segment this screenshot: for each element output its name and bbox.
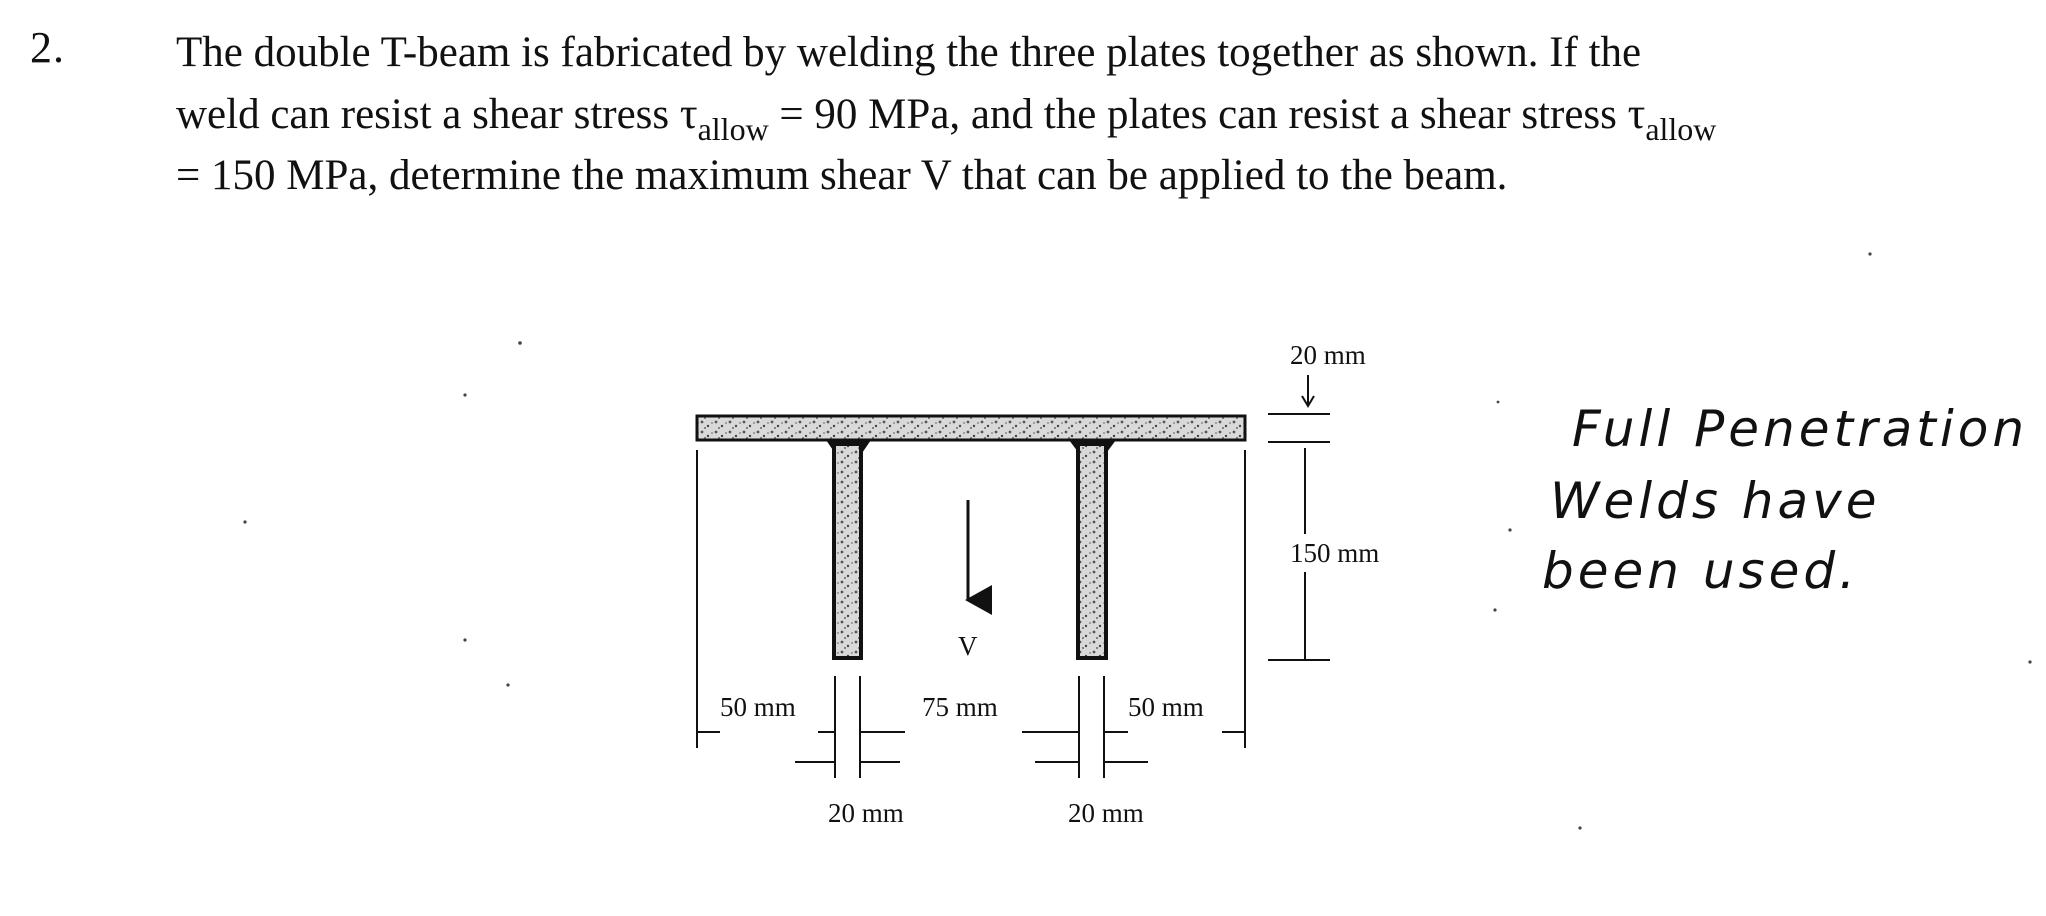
tau-symbol-weld: τ bbox=[679, 89, 698, 138]
left-overhang-label: 50 mm bbox=[720, 692, 796, 722]
top-thickness-dimension bbox=[1268, 375, 1330, 443]
problem-line-1: The double T-beam is fabricated by weldi… bbox=[176, 29, 1642, 76]
web-plate-right bbox=[1069, 440, 1116, 660]
flange-plate bbox=[695, 414, 1247, 442]
web-right-thickness-label: 20 mm bbox=[1068, 798, 1144, 828]
note-line-3: been used. bbox=[1542, 542, 1859, 600]
problem-line-3: = 150 MPa, determine the maximum shear V… bbox=[176, 152, 1508, 199]
tau-subscript-plate: allow bbox=[1645, 111, 1717, 147]
horizontal-dimensions bbox=[696, 450, 1246, 778]
problem-line-2: weld can resist a shear stress τallow = … bbox=[176, 83, 1936, 145]
problem-line-2-middle: = 90 MPa, and the plates can resist a sh… bbox=[768, 91, 1628, 138]
shear-load-label: V bbox=[958, 631, 978, 661]
web-height-dimension bbox=[1268, 448, 1330, 661]
tau-subscript-weld: allow bbox=[697, 111, 769, 147]
right-overhang-label: 50 mm bbox=[1128, 692, 1204, 722]
handwritten-note: Full Penetration Welds have been used. bbox=[1542, 400, 2028, 600]
note-line-2: Welds have bbox=[1550, 472, 1880, 530]
problem-line-2-start: weld can resist a shear stress bbox=[176, 91, 680, 138]
between-webs-label: 75 mm bbox=[922, 692, 998, 722]
scan-speckles bbox=[243, 252, 2032, 830]
top-thickness-label: 20 mm bbox=[1290, 340, 1366, 370]
web-height-label: 150 mm bbox=[1290, 538, 1379, 568]
tau-symbol-plate: τ bbox=[1627, 89, 1646, 138]
problem-number: 2. bbox=[30, 23, 65, 72]
problem-statement: The double T-beam is fabricated by weldi… bbox=[176, 22, 1936, 206]
web-left-thickness-label: 20 mm bbox=[828, 798, 904, 828]
web-plate-left bbox=[826, 440, 871, 660]
note-line-1: Full Penetration bbox=[1572, 400, 2028, 458]
